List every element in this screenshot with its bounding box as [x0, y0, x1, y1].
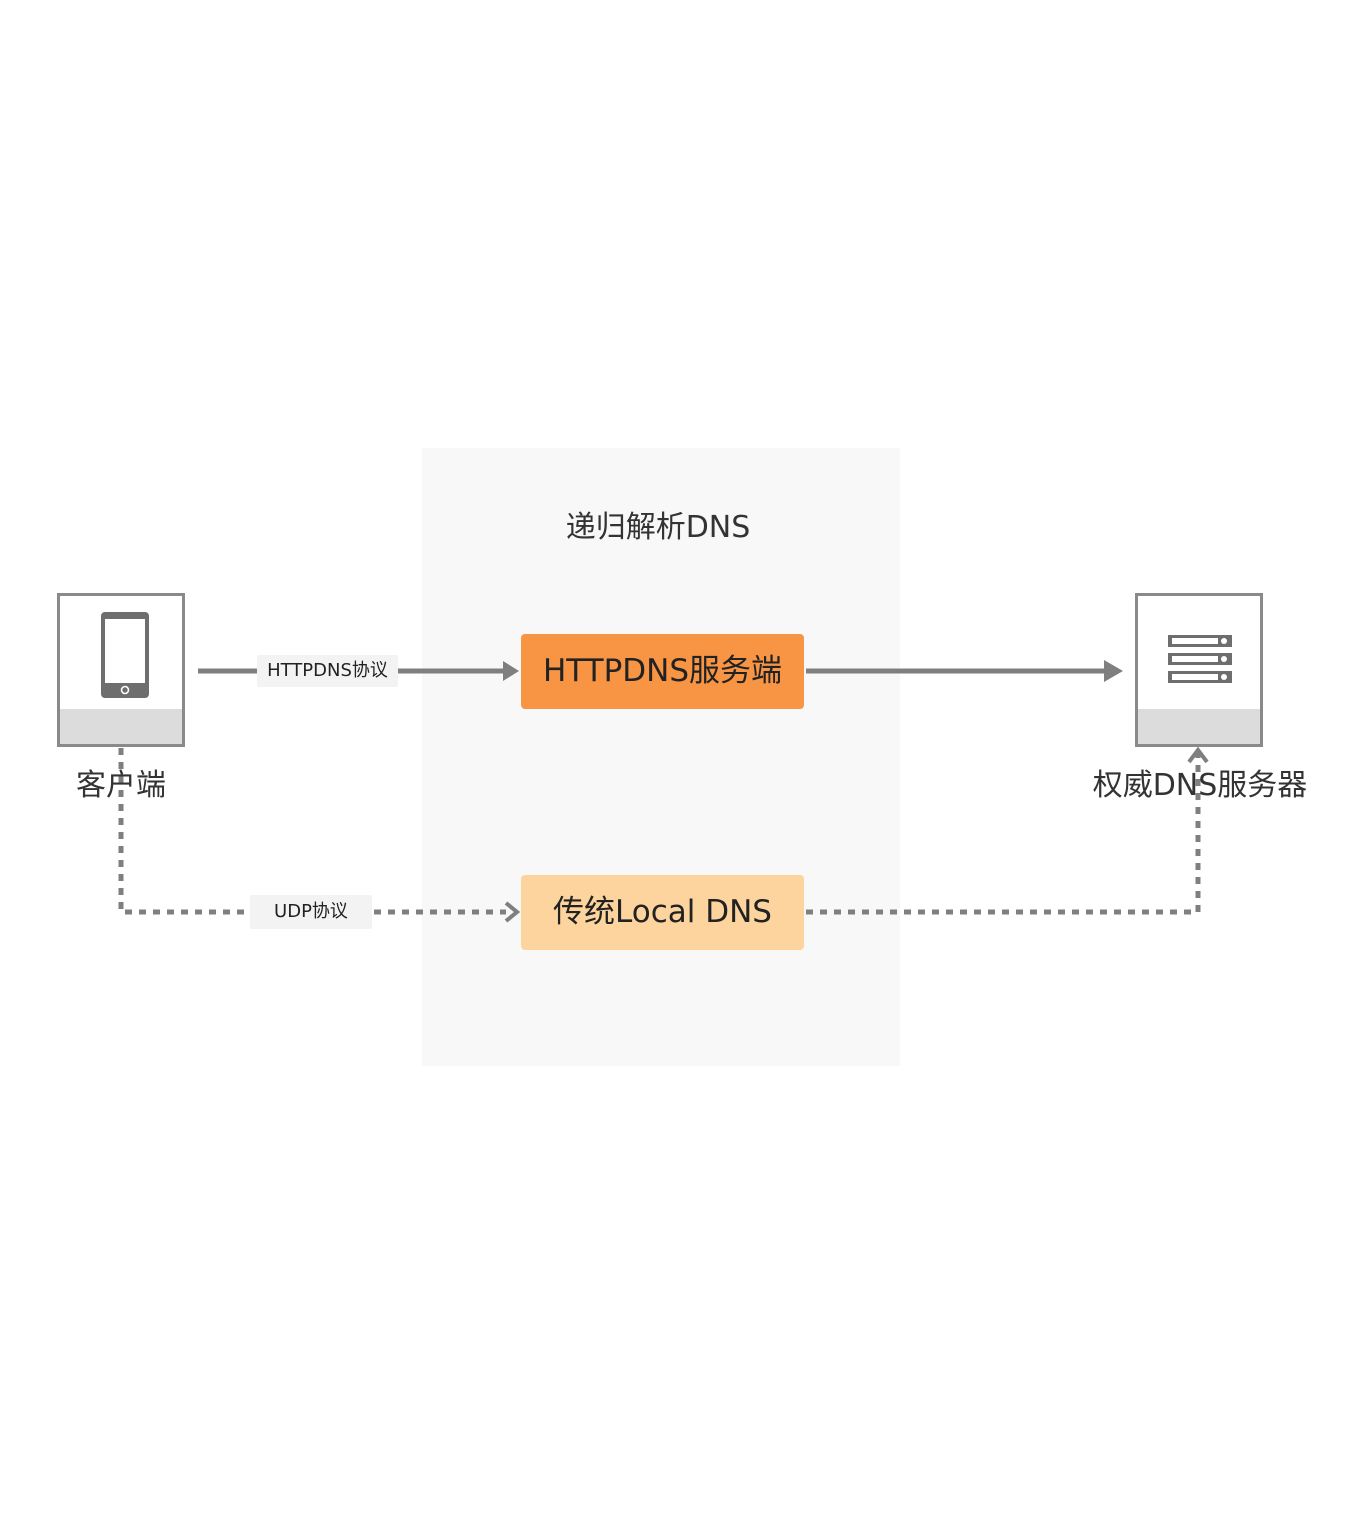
client-node [57, 593, 185, 747]
arrowhead-icon [504, 901, 521, 923]
device-footer-band [1138, 709, 1260, 744]
arrowhead-icon [1187, 746, 1209, 764]
edge-client-to-local-dns [118, 748, 521, 923]
arrowhead-icon [1104, 660, 1123, 682]
edge-local-dns-to-authoritative [806, 746, 1209, 915]
authoritative-dns-label: 权威DNS服务器 [1092, 768, 1308, 803]
arrowhead-icon [503, 661, 519, 681]
client-label: 客户端 [76, 768, 166, 803]
httpdns-protocol-label: HTTPDNS协议 [257, 655, 398, 687]
smartphone-icon [101, 612, 149, 698]
edge-client-to-httpdns [198, 661, 519, 681]
httpdns-server-box: HTTPDNS服务端 [521, 634, 804, 709]
server-rack-icon [1168, 635, 1232, 683]
edge-httpdns-to-authoritative [806, 660, 1123, 682]
device-footer-band [60, 709, 182, 744]
group-title: 递归解析DNS [565, 510, 751, 545]
udp-protocol-label: UDP协议 [250, 895, 372, 929]
recursive-dns-group [422, 448, 900, 1066]
local-dns-box: 传统Local DNS [521, 875, 804, 950]
authoritative-dns-node [1135, 593, 1263, 747]
